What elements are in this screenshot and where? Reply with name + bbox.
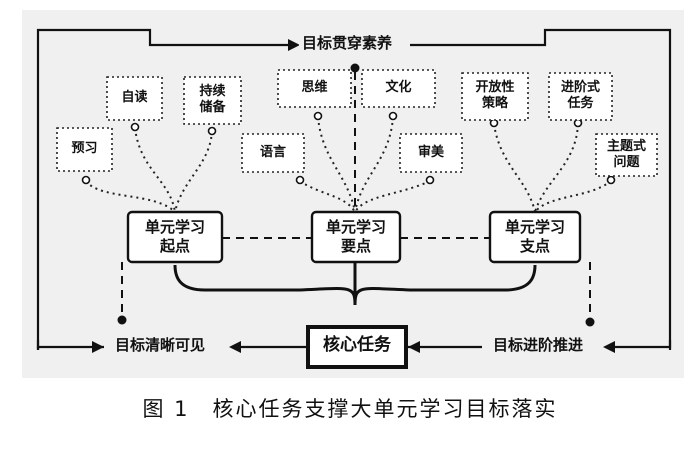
unit-support-label: 单元学习 支点 bbox=[504, 218, 565, 255]
tag-box-thematic-question bbox=[595, 133, 658, 177]
arrow-left-head bbox=[229, 341, 241, 353]
tag-reserve: 持续 储备 bbox=[199, 84, 226, 115]
unit-box-key bbox=[310, 210, 402, 264]
frame-left-top-line bbox=[36, 28, 292, 350]
arrow-core-head bbox=[408, 341, 420, 353]
unit-box-support bbox=[488, 210, 582, 264]
curve-core-support bbox=[353, 264, 537, 306]
frame-right-top-line bbox=[410, 28, 672, 350]
bottom-right-label: 目标进阶推进 bbox=[490, 336, 587, 355]
bottom-left-label: 目标清晰可见 bbox=[112, 336, 209, 355]
arrow-frame-right-head bbox=[603, 341, 615, 353]
tag-box-reserve bbox=[183, 76, 242, 125]
core-task-box bbox=[306, 325, 408, 369]
tag-language: 语言 bbox=[259, 145, 286, 160]
tag-preview: 预习 bbox=[71, 141, 98, 156]
tag-progressive-task: 进阶式 任务 bbox=[560, 80, 600, 111]
tag-box-thinking bbox=[277, 69, 352, 108]
tag-box-aesthetics bbox=[399, 133, 463, 173]
tag-open-strategy: 开放性 策略 bbox=[475, 80, 515, 111]
tag-aesthetics: 审美 bbox=[417, 145, 444, 160]
unit-start-label: 单元学习 起点 bbox=[144, 218, 205, 255]
curve-core-start bbox=[173, 264, 357, 306]
tag-box-language bbox=[241, 133, 305, 173]
tag-culture: 文化 bbox=[385, 80, 412, 95]
top-arrow-label: 目标贯穿素养 bbox=[299, 34, 396, 53]
tag-self-read: 自读 bbox=[121, 90, 148, 105]
arrow-frame-left-head bbox=[92, 341, 104, 353]
figure-caption: 图 1 核心任务支撑大单元学习目标落实 bbox=[142, 397, 558, 421]
tag-thematic-question: 主题式 问题 bbox=[606, 139, 646, 170]
unit-box-start bbox=[126, 210, 224, 264]
tag-box-preview bbox=[56, 127, 113, 172]
unit-key-label: 单元学习 要点 bbox=[325, 218, 386, 255]
arrow-top-head bbox=[288, 39, 300, 51]
tag-box-progressive-task bbox=[548, 72, 613, 121]
core-task-label: 核心任务 bbox=[323, 335, 391, 355]
tag-box-self-read bbox=[106, 76, 163, 121]
tag-box-culture bbox=[361, 69, 436, 108]
tag-box-open-strategy bbox=[461, 72, 529, 121]
tag-thinking: 思维 bbox=[301, 80, 328, 95]
